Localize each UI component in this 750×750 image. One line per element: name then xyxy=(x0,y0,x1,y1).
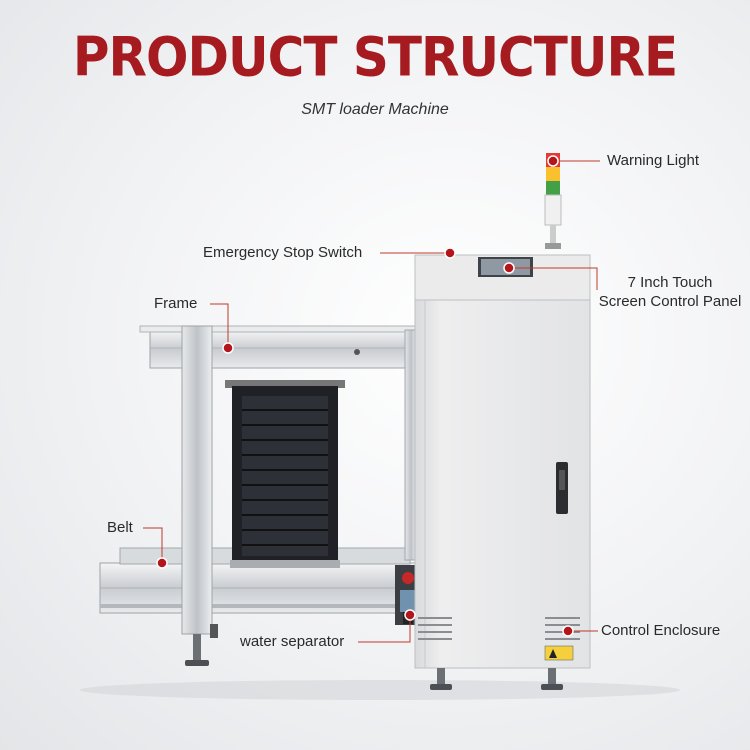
label-warning-light: Warning Light xyxy=(607,152,699,169)
magazine-rack xyxy=(225,380,345,568)
callout-dot-emergency-stop xyxy=(444,247,456,259)
callout-dot-control-enclosure xyxy=(562,625,574,637)
label-water-separator: water separator xyxy=(240,633,345,650)
page-title: PRODUCT STRUCTURE xyxy=(72,25,678,89)
label-touch-panel: 7 Inch Touch Screen Control Panel xyxy=(592,273,748,311)
callout-dot-belt xyxy=(156,557,168,569)
page-subtitle: SMT loader Machine xyxy=(301,101,449,118)
label-emergency-stop: Emergency Stop Switch xyxy=(203,244,363,261)
label-touch-panel-line1: 7 Inch Touch xyxy=(627,274,713,291)
callout-dots xyxy=(156,155,574,637)
label-belt: Belt xyxy=(107,519,133,536)
warning-light-tower xyxy=(544,153,562,249)
label-touch-panel-line2: Screen Control Panel xyxy=(598,293,742,310)
callout-dot-frame xyxy=(222,342,234,354)
label-frame: Frame xyxy=(154,295,198,312)
frame-structure xyxy=(139,325,426,666)
control-cabinet xyxy=(414,254,591,690)
floor-shadow xyxy=(80,680,680,700)
callout-lines xyxy=(143,160,600,643)
callout-dot-water-separator xyxy=(404,609,416,621)
callout-dot-touch-panel xyxy=(503,262,515,274)
label-control-enclosure: Control Enclosure xyxy=(601,622,721,639)
callout-dot-warning-light xyxy=(547,155,559,167)
